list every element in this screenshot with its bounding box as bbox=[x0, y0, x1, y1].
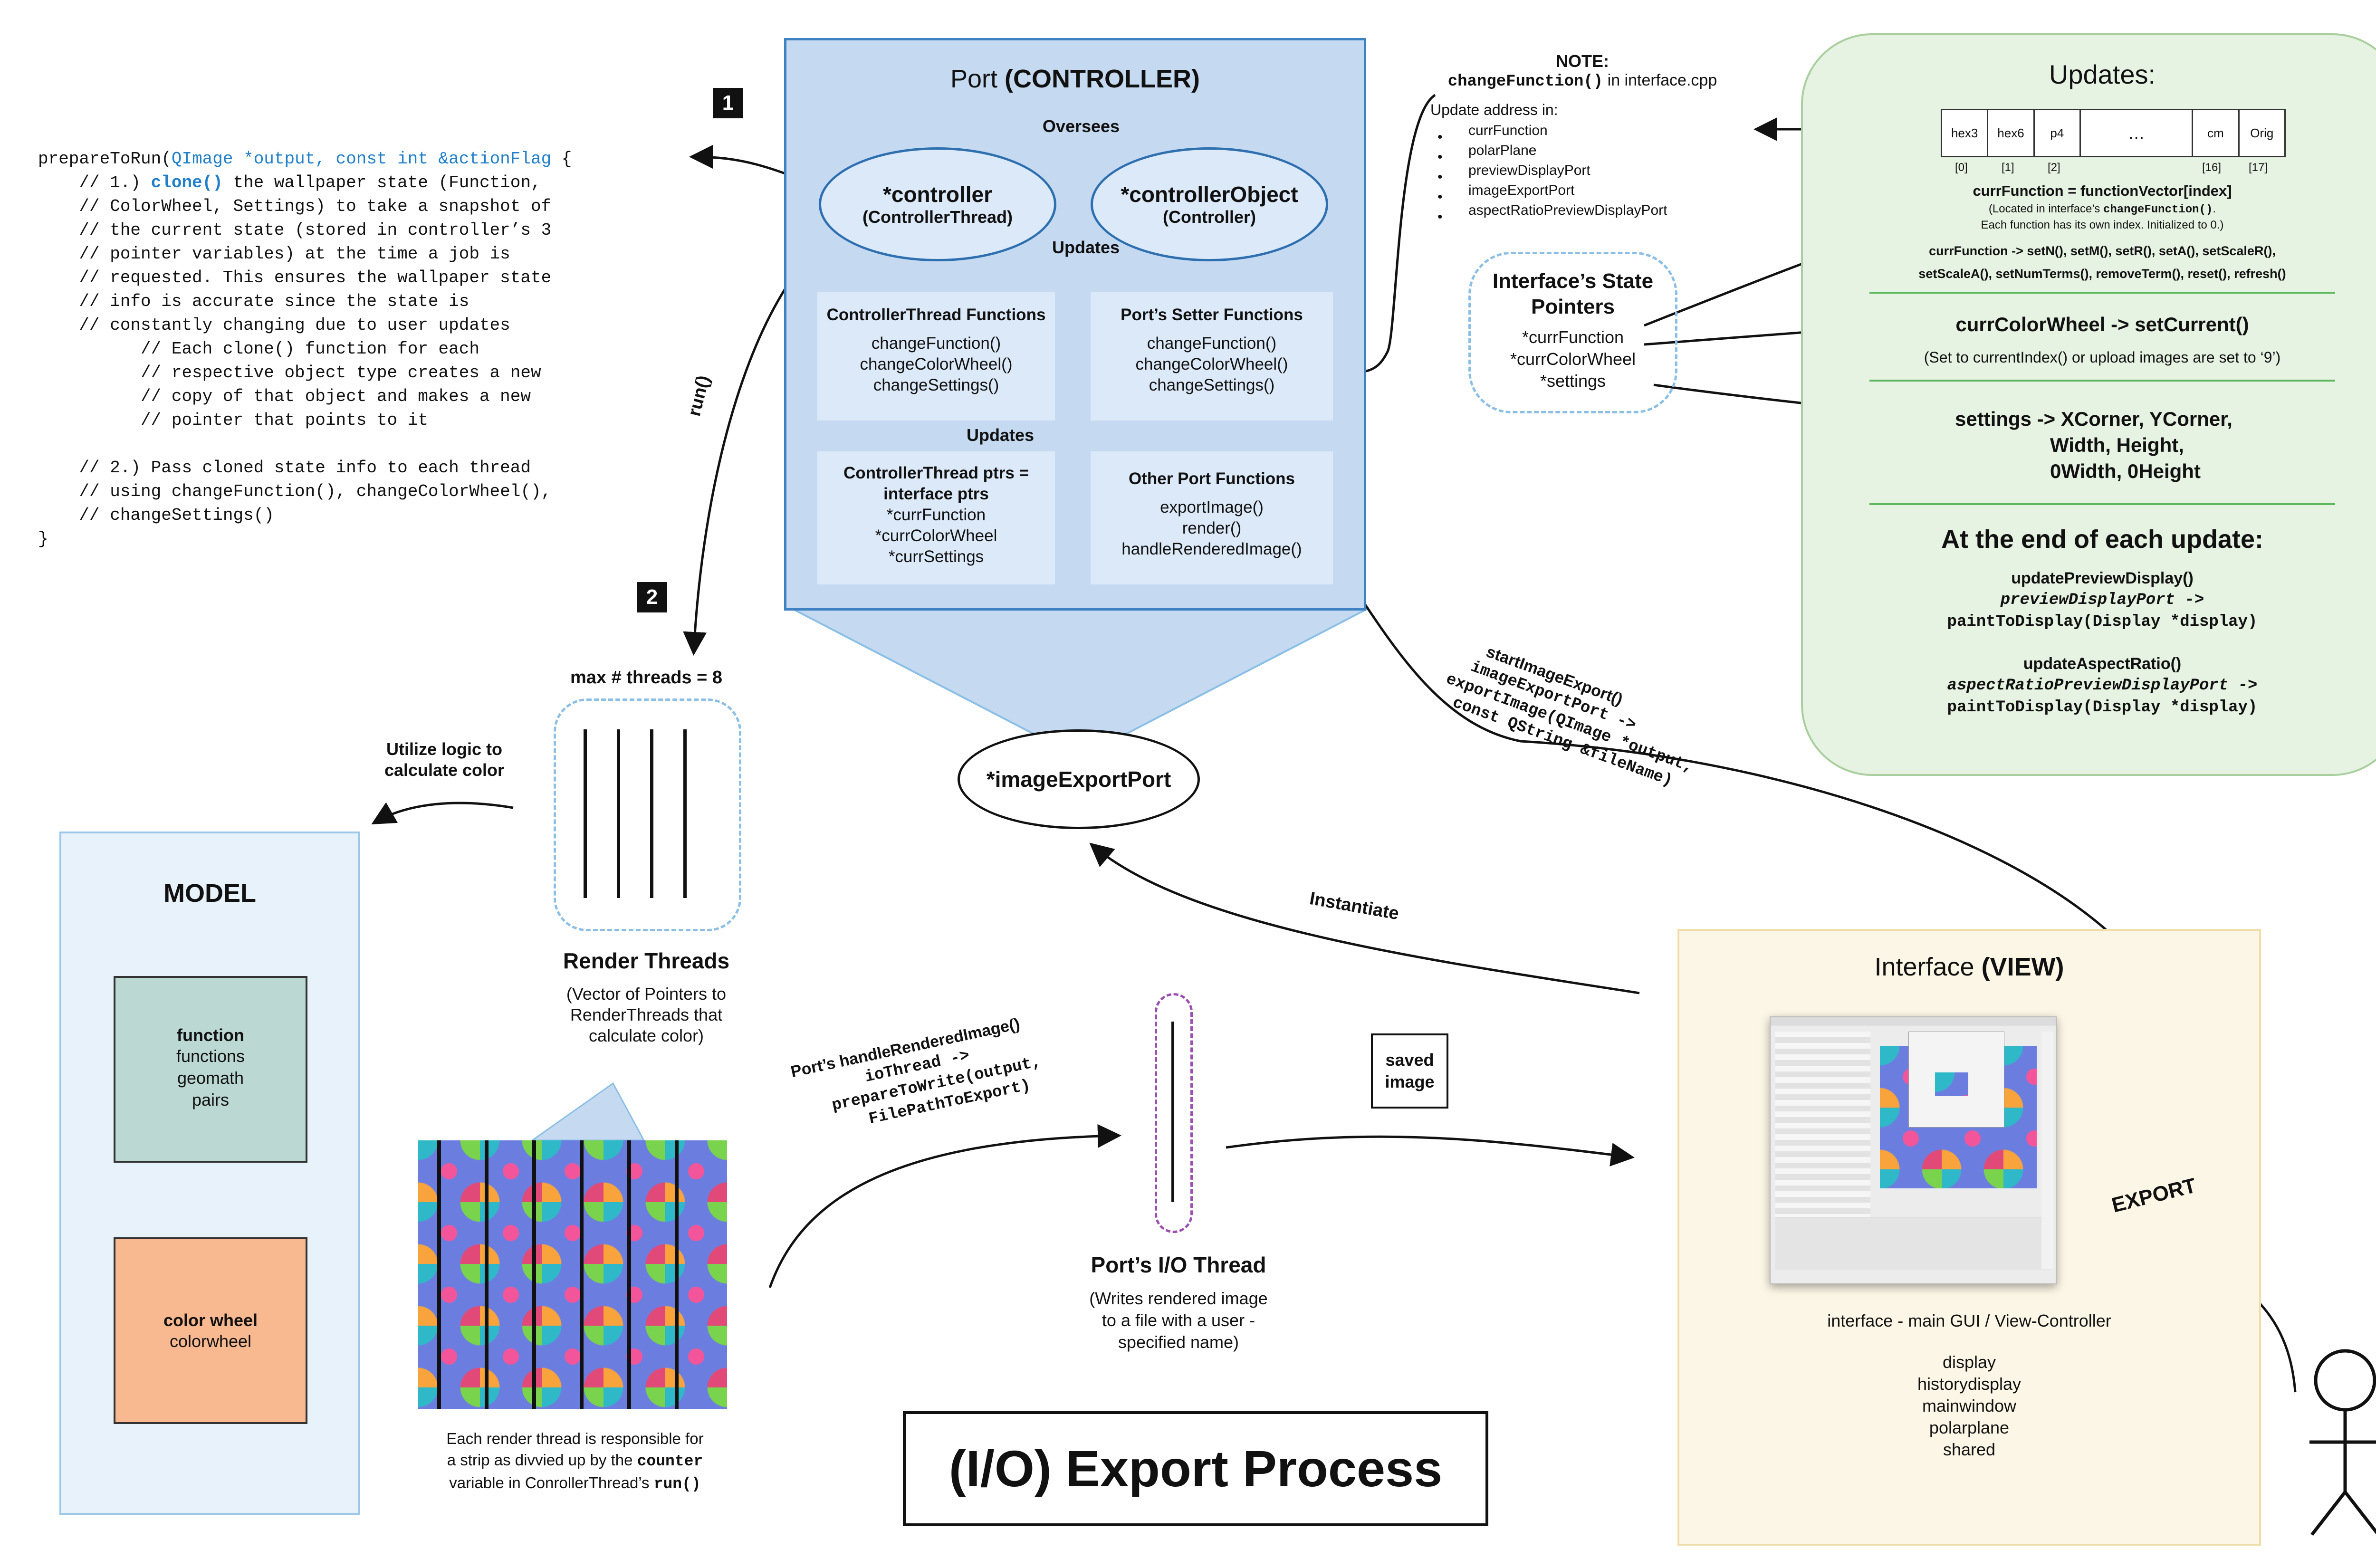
user-stick-figure bbox=[2309, 1349, 2376, 1536]
code-line: // info is accurate since the state is bbox=[38, 292, 469, 311]
strip-dividers bbox=[437, 1140, 722, 1409]
utilize-logic-label: Utilize logic to calculate color bbox=[384, 739, 505, 780]
code-line: // 1.) clone() the wallpaper state (Func… bbox=[38, 173, 541, 192]
code-line: // requested. This ensures the wallpaper… bbox=[38, 268, 552, 287]
panel-other-functions: Other Port Functions exportImage() rende… bbox=[1091, 451, 1333, 584]
code-line: // Each clone() function for each bbox=[38, 339, 479, 359]
code-line: } bbox=[38, 529, 48, 549]
controller-ellipse: *controller (ControllerThread) bbox=[819, 147, 1056, 261]
code-line: // pointer that points to it bbox=[38, 411, 428, 430]
controller-cone bbox=[791, 607, 1369, 742]
preview-update: updatePreviewDisplay() previewDisplayPor… bbox=[1947, 569, 2258, 631]
io-thread-title: Port’s I/O Thread bbox=[1091, 1252, 1266, 1277]
image-export-port-ellipse: *imageExportPort bbox=[958, 729, 1200, 829]
code-line: // using changeFunction(), changeColorWh… bbox=[38, 482, 552, 501]
color-wheel-box: color wheel colorwheel bbox=[114, 1237, 307, 1424]
gui-dialog-preview bbox=[1935, 1072, 1968, 1096]
colorwheel-note: (Set to currentIndex() or upload images … bbox=[1924, 349, 2281, 366]
arrow-instantiate bbox=[1089, 842, 1640, 994]
gui-dialog bbox=[1908, 1032, 2004, 1128]
rendered-strip-image bbox=[418, 1140, 727, 1409]
controller-title: Port (CONTROLLER) bbox=[950, 65, 1200, 93]
controller-object-ellipse: *controllerObject (Controller) bbox=[1091, 147, 1328, 261]
io-thread-line bbox=[1171, 1022, 1174, 1202]
max-threads-label: max # threads = 8 bbox=[570, 668, 722, 688]
oversees-label: Oversees bbox=[1042, 116, 1120, 136]
io-thread-box bbox=[1155, 993, 1193, 1233]
code-line: // respective object type creates a new bbox=[38, 363, 541, 382]
note-block: NOTE: changeFunction() in interface.cpp … bbox=[1430, 51, 1753, 220]
gui-titlebar bbox=[1771, 1017, 2056, 1025]
view-title: Interface (VIEW) bbox=[1874, 953, 2064, 981]
divider-2 bbox=[1869, 380, 2335, 382]
aspect-update: updateAspectRatio() aspectRatioPreviewDi… bbox=[1947, 655, 2258, 717]
code-line: prepareToRun(QImage *output, const int &… bbox=[38, 149, 572, 169]
arrow-to-io-thread bbox=[768, 1124, 1121, 1288]
code-line: // constantly changing due to user updat… bbox=[38, 316, 510, 335]
thread-cone bbox=[530, 1082, 645, 1141]
updates-panel: Updates: hex3 hex6 p4 … cm Orig [0] [1] … bbox=[1801, 33, 2376, 776]
render-threads-box bbox=[554, 698, 741, 931]
updates-label-top: Updates bbox=[1052, 238, 1120, 257]
code-line bbox=[38, 432, 572, 456]
step-2-marker: 2 bbox=[637, 582, 667, 612]
table-index-labels: [0] [1] [2] [16] [17] bbox=[1955, 161, 2268, 174]
io-thread-desc: (Writes rendered image to a file with a … bbox=[1089, 1289, 1268, 1352]
arrow-to-model bbox=[371, 802, 514, 824]
divider-3 bbox=[1869, 503, 2335, 505]
view-box: Interface (VIEW) EXPORT interface - main… bbox=[1677, 929, 2261, 1546]
panel-thread-ptrs: ControllerThread ptrs = interface ptrs *… bbox=[817, 451, 1055, 584]
note-list: currFunction polarPlane previewDisplayPo… bbox=[1468, 123, 1667, 218]
code-line: // copy of that object and makes a new bbox=[38, 387, 531, 406]
divider-1 bbox=[1869, 292, 2335, 294]
code-line: // changeSettings() bbox=[38, 506, 274, 525]
arrow-to-view bbox=[1226, 1135, 1635, 1166]
render-thread-lines bbox=[584, 729, 717, 898]
note-bullets: ••••• bbox=[1437, 129, 1443, 225]
settings-setter: settings -> XCorner, YCorner, Width, Hei… bbox=[1955, 408, 2232, 482]
step-1-marker: 1 bbox=[713, 88, 743, 118]
render-threads-desc: (Vector of Pointers to RenderThreads tha… bbox=[566, 984, 727, 1045]
export-process-title: (I/O) Export Process bbox=[903, 1411, 1488, 1526]
gui-screenshot bbox=[1770, 1016, 2057, 1284]
render-threads-title: Render Threads bbox=[563, 948, 730, 973]
gui-bottom-panel bbox=[1775, 1217, 2051, 1270]
export-label: EXPORT bbox=[2109, 1174, 2199, 1217]
code-line: // pointer variables) at the time a job … bbox=[38, 244, 510, 264]
model-box: MODEL function functions geomath pairs c… bbox=[59, 832, 360, 1515]
strip-caption: Each render thread is responsible for a … bbox=[446, 1430, 704, 1493]
gui-right-column bbox=[2041, 1032, 2053, 1269]
model-title: MODEL bbox=[163, 879, 256, 908]
updates-title: Updates: bbox=[2049, 59, 2156, 89]
panel-thread-functions: ControllerThread Functions changeFunctio… bbox=[817, 292, 1055, 421]
curr-function-setters: currFunction -> setN(), setM(), setR(), … bbox=[1918, 244, 2286, 281]
colorwheel-setter: currColorWheel -> setCurrent() bbox=[1955, 313, 2249, 335]
function-vector-table: hex3 hex6 p4 … cm Orig bbox=[1941, 109, 2286, 157]
curr-function-assign: currFunction = functionVector[index] bbox=[1973, 182, 2232, 199]
function-box: function functions geomath pairs bbox=[114, 976, 307, 1163]
controller-box: Port (CONTROLLER) Oversees *controller (… bbox=[784, 38, 1366, 611]
end-of-update-title: At the end of each update: bbox=[1941, 525, 2264, 554]
code-block: prepareToRun(QImage *output, const int &… bbox=[38, 147, 572, 551]
arrow-note-to-setters bbox=[1338, 94, 1436, 385]
view-caption: interface - main GUI / View-Controller bbox=[1827, 1311, 2111, 1330]
updates-label-mid: Updates bbox=[966, 425, 1035, 445]
view-file-list: display historydisplay mainwindow polarp… bbox=[1917, 1352, 2022, 1459]
panel-setter-functions: Port’s Setter Functions changeFunction()… bbox=[1091, 292, 1333, 421]
code-line: // ColorWheel, Settings) to take a snaps… bbox=[38, 197, 552, 216]
saved-image-box: saved image bbox=[1371, 1033, 1448, 1109]
curr-function-location: (Located in interface’s changeFunction()… bbox=[1981, 202, 2224, 231]
code-line: // 2.) Pass cloned state info to each th… bbox=[38, 458, 531, 478]
state-pointers-box: Interface’s State Pointers *currFunction… bbox=[1468, 252, 1677, 413]
code-line: // the current state (stored in controll… bbox=[38, 220, 552, 240]
